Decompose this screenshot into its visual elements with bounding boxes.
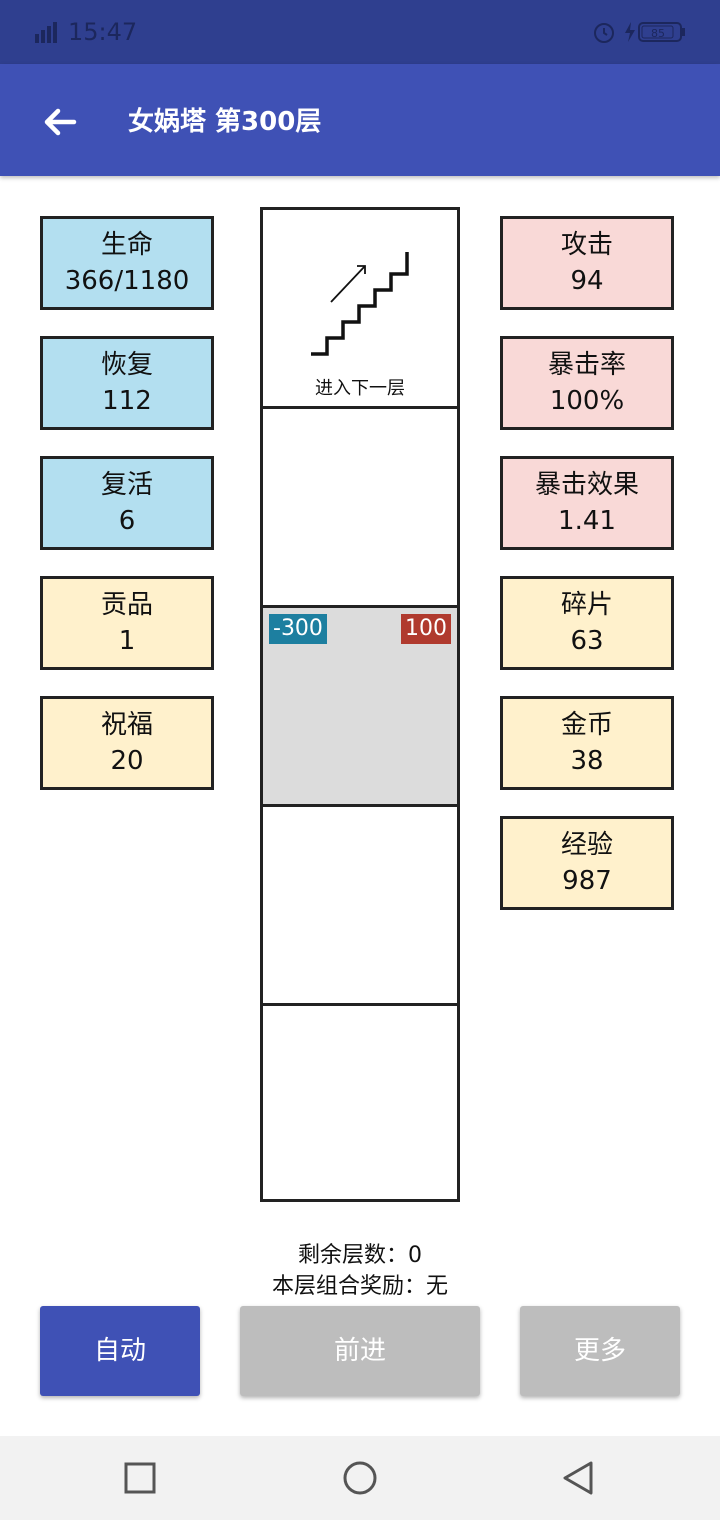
enemy-defense-badge: -300 — [269, 614, 327, 644]
stat-value: 6 — [118, 506, 136, 536]
stat-value: 38 — [570, 746, 604, 776]
stat-gold: 金币 38 — [500, 696, 674, 790]
tower-cell-enemy[interactable]: -300 100 — [263, 608, 457, 807]
battery-level: 85 — [651, 27, 665, 40]
stat-value: 1 — [118, 626, 136, 656]
stat-exp: 经验 987 — [500, 816, 674, 910]
stat-fragments: 碎片 63 — [500, 576, 674, 670]
combo-reward: 本层组合奖励：无 — [271, 1274, 448, 1299]
status-bar: 15:47 85 — [0, 0, 720, 64]
system-nav-bar — [0, 1436, 720, 1520]
signal-icon — [35, 22, 57, 43]
tower-cell-empty[interactable] — [263, 1006, 457, 1205]
stat-label: 金币 — [560, 710, 613, 740]
auto-button[interactable]: 自动 — [40, 1306, 200, 1396]
stat-revive: 复活 6 — [40, 456, 214, 550]
triangle-left-icon[interactable] — [558, 1458, 598, 1498]
stairs-up-icon — [311, 252, 409, 356]
remaining-floors: 剩余层数：0 — [298, 1243, 422, 1268]
stat-attack: 攻击 94 — [500, 216, 674, 310]
circle-icon[interactable] — [340, 1458, 380, 1498]
stat-value: 100% — [549, 386, 625, 416]
stat-label: 复活 — [100, 470, 153, 500]
alarm-icon — [594, 23, 614, 43]
stat-crit-effect: 暴击效果 1.41 — [500, 456, 674, 550]
page-title: 女娲塔 第300层 — [128, 107, 322, 137]
stat-offering: 贡品 1 — [40, 576, 214, 670]
stat-label: 碎片 — [560, 590, 613, 620]
stat-blessing: 祝福 20 — [40, 696, 214, 790]
stat-value: 94 — [570, 266, 604, 296]
stat-label: 祝福 — [100, 710, 153, 740]
square-icon[interactable] — [120, 1458, 160, 1498]
stat-value: 63 — [570, 626, 604, 656]
stat-label: 恢复 — [100, 350, 153, 380]
battery-icon: 85 — [638, 22, 685, 42]
stat-label: 经验 — [560, 830, 613, 860]
stairs-caption: 进入下一层 — [315, 378, 405, 399]
stat-hp: 生命 366/1180 — [40, 216, 214, 310]
arrow-left-icon[interactable] — [40, 102, 80, 142]
stat-value: 987 — [562, 866, 612, 896]
stat-value: 112 — [102, 386, 152, 416]
status-time: 15:47 — [68, 18, 138, 46]
stat-crit-rate: 暴击率 100% — [500, 336, 674, 430]
tower-column: 进入下一层 -300 100 — [260, 207, 460, 1202]
tower-cell-empty[interactable] — [263, 409, 457, 608]
app-bar: 女娲塔 第300层 — [0, 64, 720, 176]
stat-label: 生命 — [100, 230, 153, 260]
stat-value: 1.41 — [558, 506, 616, 536]
more-button[interactable]: 更多 — [520, 1306, 680, 1396]
charging-icon — [625, 22, 635, 42]
enemy-attack-badge: 100 — [401, 614, 451, 644]
stat-value: 20 — [110, 746, 144, 776]
tower-cell-empty[interactable] — [263, 807, 457, 1006]
forward-button[interactable]: 前进 — [240, 1306, 480, 1396]
stat-label: 暴击效果 — [534, 470, 639, 500]
stat-value: 366/1180 — [64, 266, 190, 296]
tower-cell-stairs[interactable]: 进入下一层 — [263, 210, 457, 409]
stat-recovery: 恢复 112 — [40, 336, 214, 430]
stat-label: 攻击 — [560, 230, 613, 260]
stat-label: 贡品 — [100, 590, 153, 620]
stat-label: 暴击率 — [547, 350, 626, 380]
